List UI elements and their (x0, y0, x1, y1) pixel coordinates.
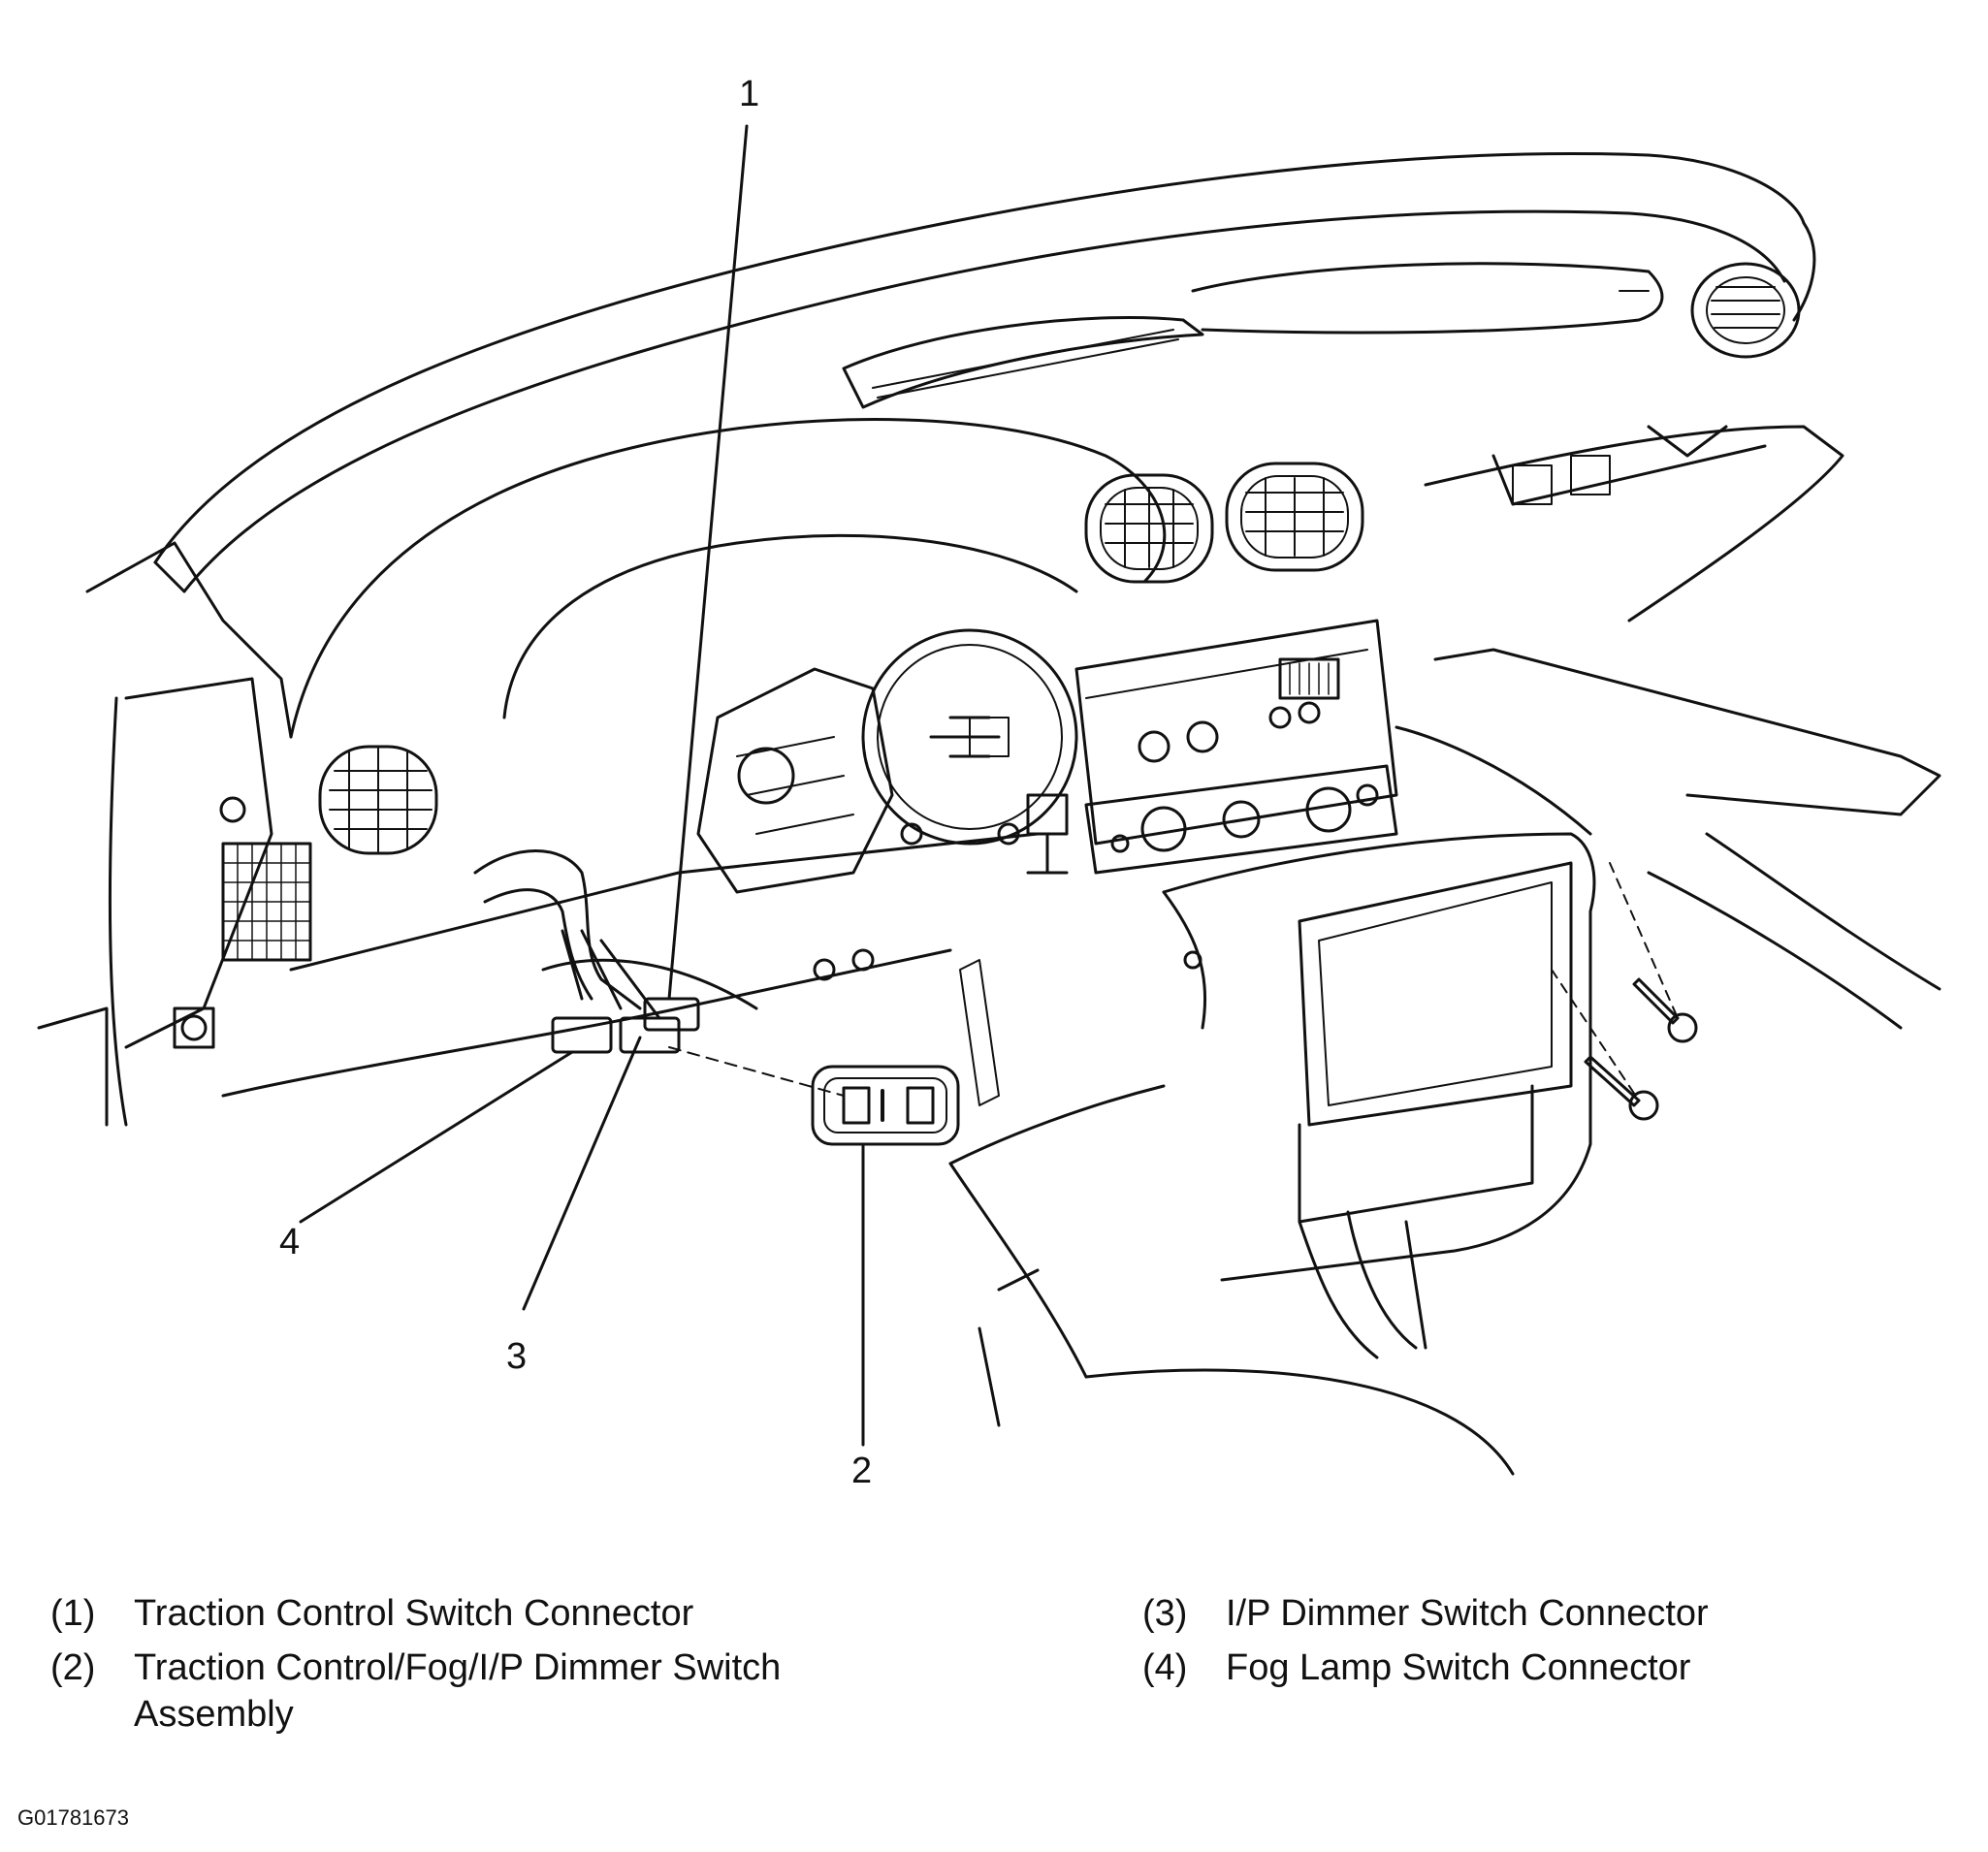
callout-3: 3 (506, 1336, 528, 1377)
left-end-panel (37, 541, 312, 1127)
steering-column (696, 628, 1078, 981)
radio-hvac-head (1074, 619, 1398, 875)
leader-line-1 (667, 124, 749, 1001)
legend-number: (3) (1142, 1593, 1188, 1634)
passenger-dash-lid (1191, 262, 1664, 335)
cluster-hood (289, 418, 1167, 739)
callout-4: 4 (279, 1222, 301, 1262)
defroster-vent (842, 315, 1204, 409)
leader-line-3 (522, 1036, 642, 1311)
right-bracket (1424, 425, 1844, 623)
legend-text: I/P Dimmer Switch Connector (1226, 1593, 1709, 1634)
legend-item-3: (3) I/P Dimmer Switch Connector (1142, 1590, 1957, 1637)
instrument-panel-illustration (37, 124, 1941, 1476)
dash-top-pad (153, 151, 1816, 593)
knee-bolster (221, 832, 1040, 1098)
mounting-screws (1551, 862, 1698, 1121)
switch-harness (473, 849, 700, 1054)
center-vents (1084, 462, 1364, 584)
leader-line-4 (299, 1050, 574, 1224)
legend-number: (2) (50, 1647, 96, 1688)
legend-number: (1) (50, 1593, 96, 1634)
legend-text: Traction Control Switch Connector (134, 1593, 694, 1634)
legend-item-1: (1) Traction Control Switch Connector (50, 1590, 923, 1637)
callout-2: 2 (851, 1451, 873, 1491)
switch-assembly (668, 959, 1000, 1146)
legend-item-2: (2) Traction Control/Fog/I/P Dimmer Swit… (50, 1644, 923, 1741)
legend: (1) Traction Control Switch Connector (2… (0, 1590, 1988, 1784)
legend-text: Fog Lamp Switch Connector (1226, 1647, 1691, 1688)
figure-id: G01781673 (17, 1805, 129, 1830)
left-vent (318, 745, 438, 855)
leader-lines (299, 124, 865, 1447)
legend-text: Traction Control/Fog/I/P Dimmer Switch A… (134, 1647, 782, 1735)
callout-1: 1 (739, 74, 760, 114)
lower-wiring (978, 1210, 1427, 1427)
right-side-vent (1690, 262, 1801, 359)
console-trim-bezel (948, 832, 1596, 1476)
legend-number: (4) (1142, 1647, 1188, 1688)
glove-box-area (1395, 648, 1941, 1030)
legend-item-4: (4) Fog Lamp Switch Connector (1142, 1644, 1957, 1691)
